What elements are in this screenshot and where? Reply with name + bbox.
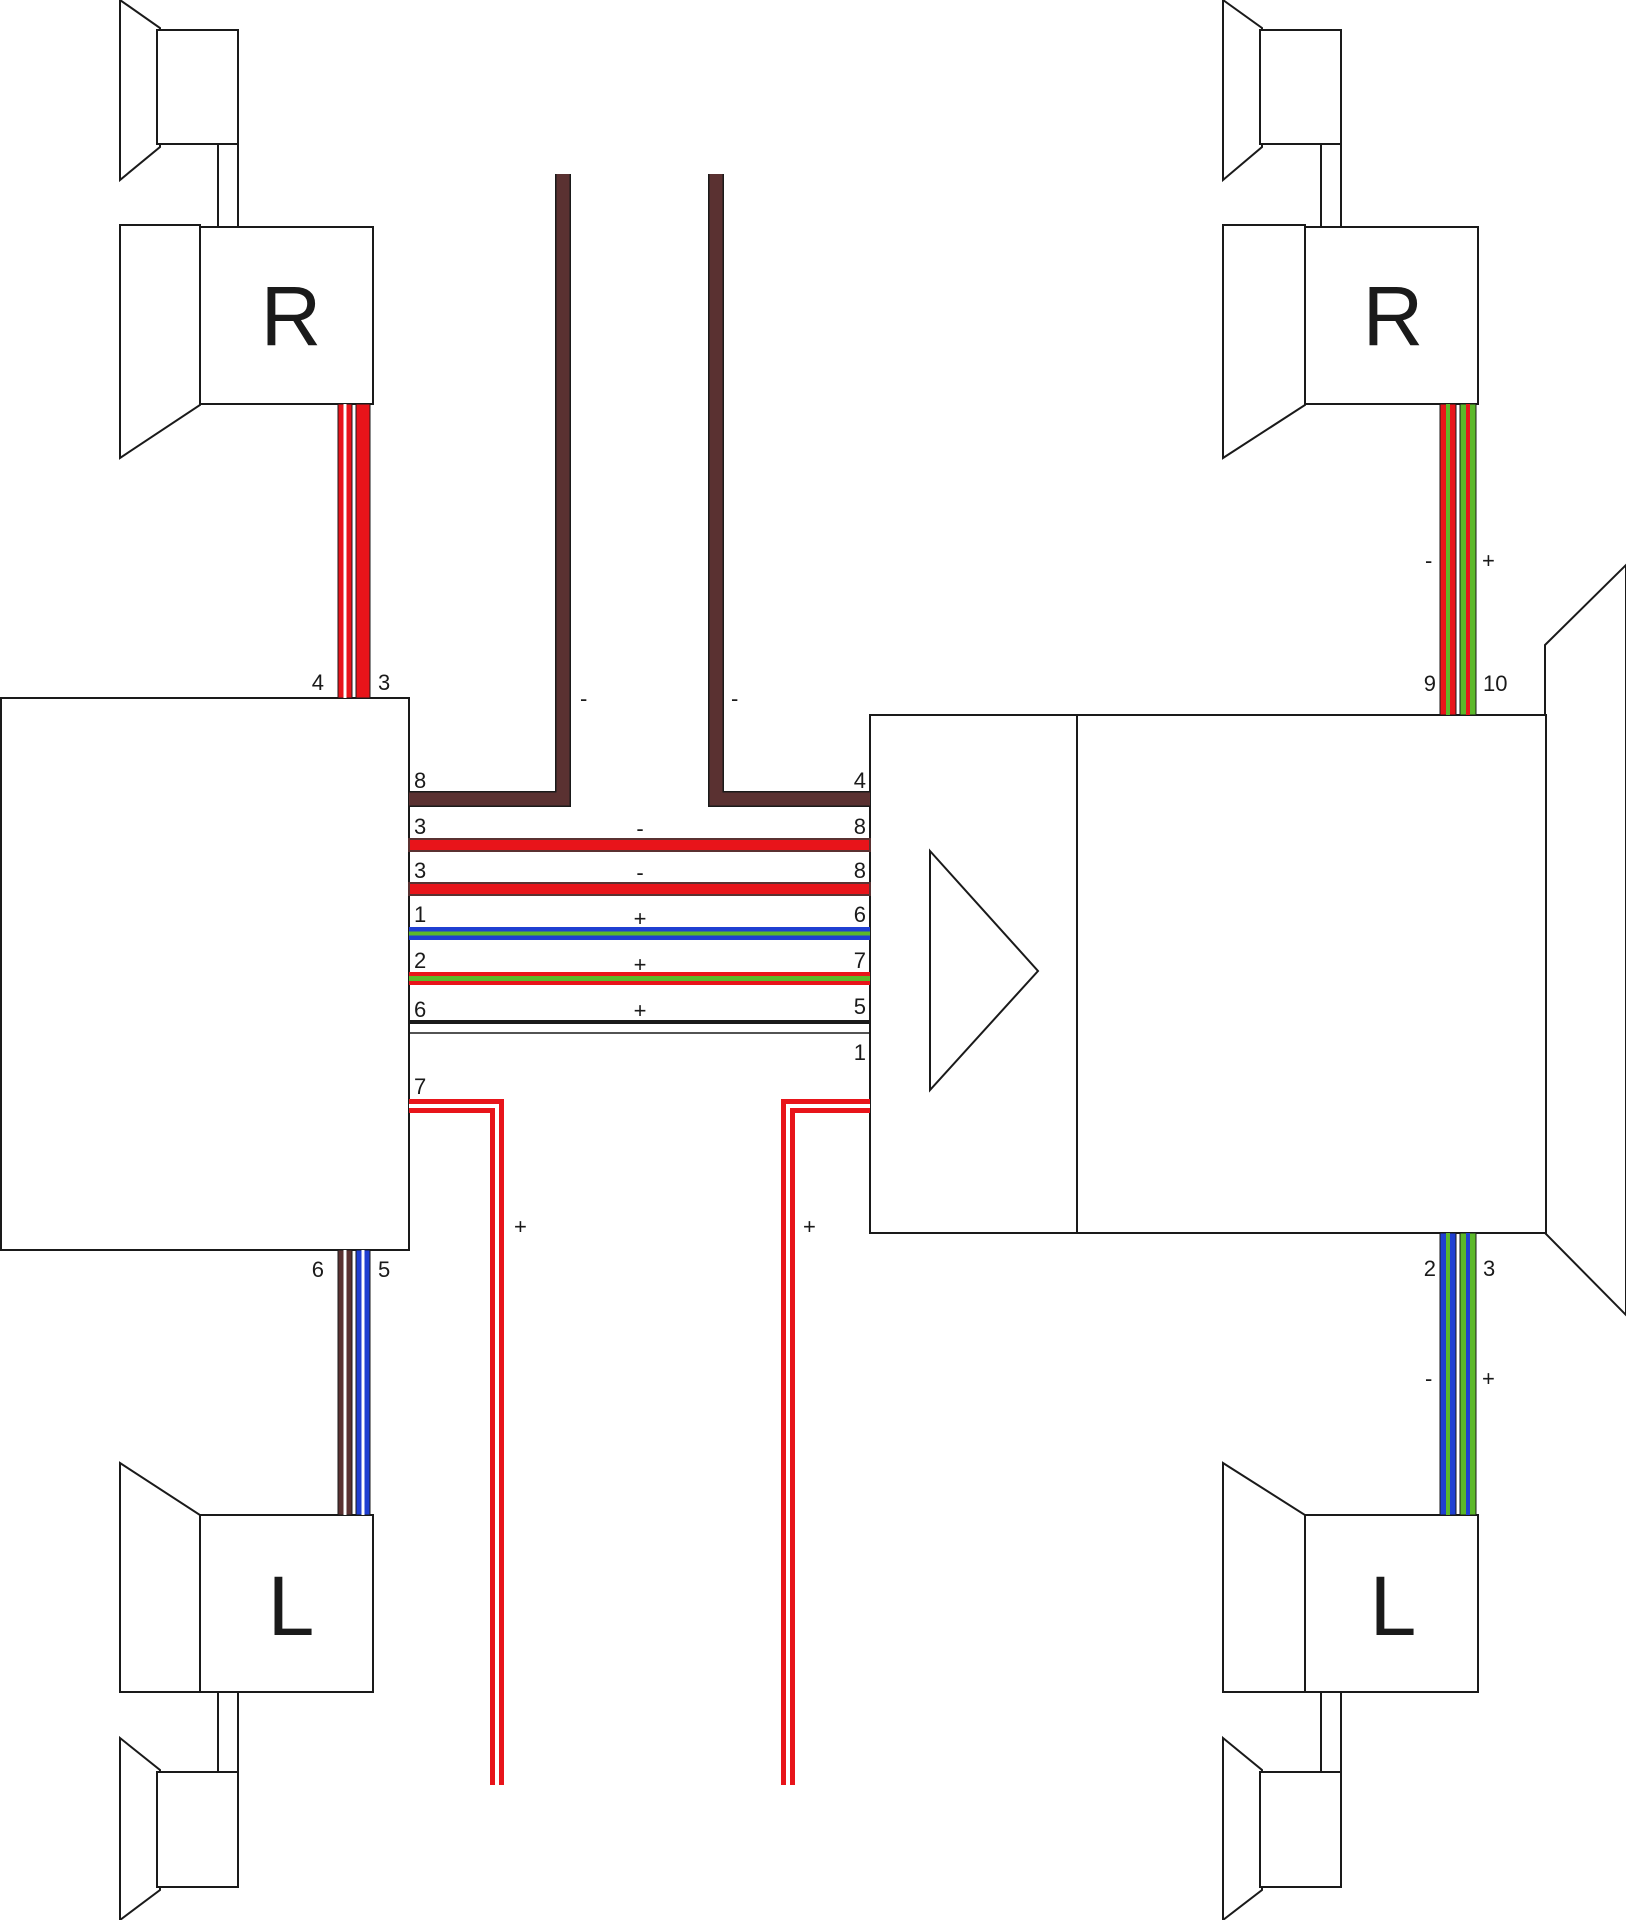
polarity-label: +	[634, 998, 647, 1023]
speaker-magnet	[1304, 1514, 1479, 1693]
pin-label: 8	[414, 768, 426, 793]
polarity-label: +	[634, 952, 647, 977]
harness-wire-6	[409, 1020, 870, 1034]
pin-label: 6	[312, 1257, 324, 1282]
amplifier	[869, 563, 1626, 1317]
speaker-cone	[119, 224, 201, 460]
tweeter-stem	[1320, 1691, 1342, 1773]
speaker-bottom-left: L	[119, 1461, 374, 1920]
tweeter-body	[1259, 29, 1342, 145]
speaker-magnet	[199, 226, 374, 405]
pin-label: 3	[414, 858, 426, 883]
speaker-label: L	[1370, 1559, 1417, 1653]
polarity-label: +	[1482, 548, 1495, 573]
polarity-label: -	[636, 860, 643, 885]
ground-wire-left	[409, 174, 571, 807]
polarity-label: +	[514, 1214, 527, 1239]
ground-wire-right	[708, 174, 870, 807]
pin-label: 4	[312, 670, 324, 695]
wire-top-left	[337, 403, 371, 699]
tweeter-horn	[119, 0, 161, 183]
pin-label: 1	[854, 1040, 866, 1065]
tweeter-body	[156, 29, 239, 145]
pin-label: 9	[1424, 671, 1436, 696]
tweeter-body	[156, 1771, 239, 1888]
polarity-label: -	[1425, 548, 1432, 573]
pin-label: 7	[854, 948, 866, 973]
tweeter-horn	[1222, 1735, 1263, 1920]
pin-label: 5	[854, 994, 866, 1019]
pin-label: 8	[854, 858, 866, 883]
speaker-label: L	[268, 1559, 315, 1653]
pin-label: 3	[1483, 1256, 1495, 1281]
tweeter-horn	[1222, 0, 1263, 183]
pin-label: 8	[854, 814, 866, 839]
harness-wire-5	[409, 972, 870, 985]
pin-label: 2	[1424, 1256, 1436, 1281]
pin-label: 3	[378, 670, 390, 695]
speaker-top-right: R	[1222, 0, 1479, 460]
pin-label: 2	[414, 948, 426, 973]
tweeter-stem	[1320, 143, 1342, 229]
power-wire-left	[409, 1099, 504, 1785]
polarity-label: +	[634, 906, 647, 931]
harness-wire-3	[408, 882, 871, 896]
speaker-magnet	[1304, 226, 1479, 405]
speaker-cone	[1222, 1461, 1306, 1693]
pin-label: 7	[414, 1074, 426, 1099]
tweeter-body	[1259, 1771, 1342, 1888]
pin-label: 4	[854, 768, 866, 793]
pin-label: 1	[414, 902, 426, 927]
polarity-label: +	[803, 1214, 816, 1239]
left-head-unit	[0, 697, 410, 1251]
speaker-bottom-right: L	[1222, 1461, 1479, 1920]
amplifier-triangle-icon	[929, 848, 1040, 1093]
tweeter-stem	[217, 143, 239, 229]
polarity-label: -	[636, 816, 643, 841]
speaker-top-left: R	[119, 0, 374, 460]
pin-label: 5	[378, 1257, 390, 1282]
speaker-label: R	[1363, 269, 1424, 363]
polarity-label: -	[731, 686, 738, 711]
pin-label: 10	[1483, 671, 1507, 696]
wire-bottom-right	[1439, 1232, 1477, 1516]
wire-bottom-left	[337, 1249, 371, 1516]
pin-label: 3	[414, 814, 426, 839]
harness-wire-4	[409, 927, 870, 940]
polarity-label: -	[1425, 1366, 1432, 1391]
speaker-label: R	[261, 269, 322, 363]
power-wire-right	[781, 1099, 870, 1785]
polarity-label: +	[1482, 1366, 1495, 1391]
polarity-label: -	[580, 686, 587, 711]
pin-label: 6	[414, 997, 426, 1022]
tweeter-stem	[217, 1691, 239, 1773]
speaker-cone	[1222, 224, 1306, 460]
speaker-magnet	[199, 1514, 374, 1693]
tweeter-horn	[119, 1735, 161, 1920]
harness-wire-2	[408, 838, 871, 852]
speaker-cone	[119, 1461, 201, 1693]
wire-top-right	[1439, 403, 1477, 716]
pin-label: 6	[854, 902, 866, 927]
amplifier-horn	[1544, 563, 1626, 1317]
